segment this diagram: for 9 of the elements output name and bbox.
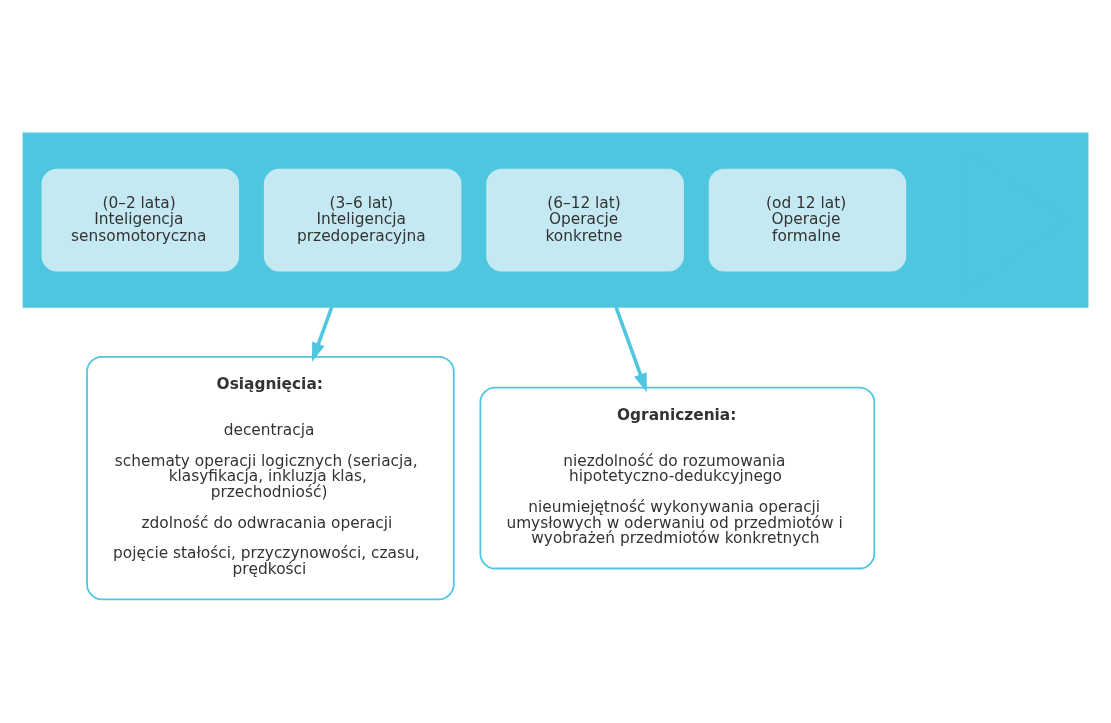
arrow xyxy=(311,306,334,362)
node-box: Osiągnięcia: decentracja schematy operacji logicznych (seriacja, klasyfikacja, inkluzja klas, przechodniość) zdolność do odwracania operacji pojęcie stałości, przyczynowości, czasu, prędkości xyxy=(86,355,455,601)
node-box: Ograniczenia: niezdolność do rozumowania hipotetyczno-dedukcyjnego nieumiejętność wykonywania operacji umysłowych w oderwaniu od przedmiotów i wyobrażeń przedmiotów konkretnych xyxy=(479,386,876,570)
node-box: (od 12 lat) Operacje formalne xyxy=(708,168,907,272)
node-box: (3–6 lat) Inteligencja przedoperacyjna xyxy=(263,168,462,272)
node-box: (6–12 lat) Operacje konkretne xyxy=(486,168,684,272)
arrow xyxy=(614,306,647,393)
node-box: (0–2 lata) Inteligencja sensomotoryczna xyxy=(41,168,240,272)
cluster xyxy=(22,132,1089,308)
